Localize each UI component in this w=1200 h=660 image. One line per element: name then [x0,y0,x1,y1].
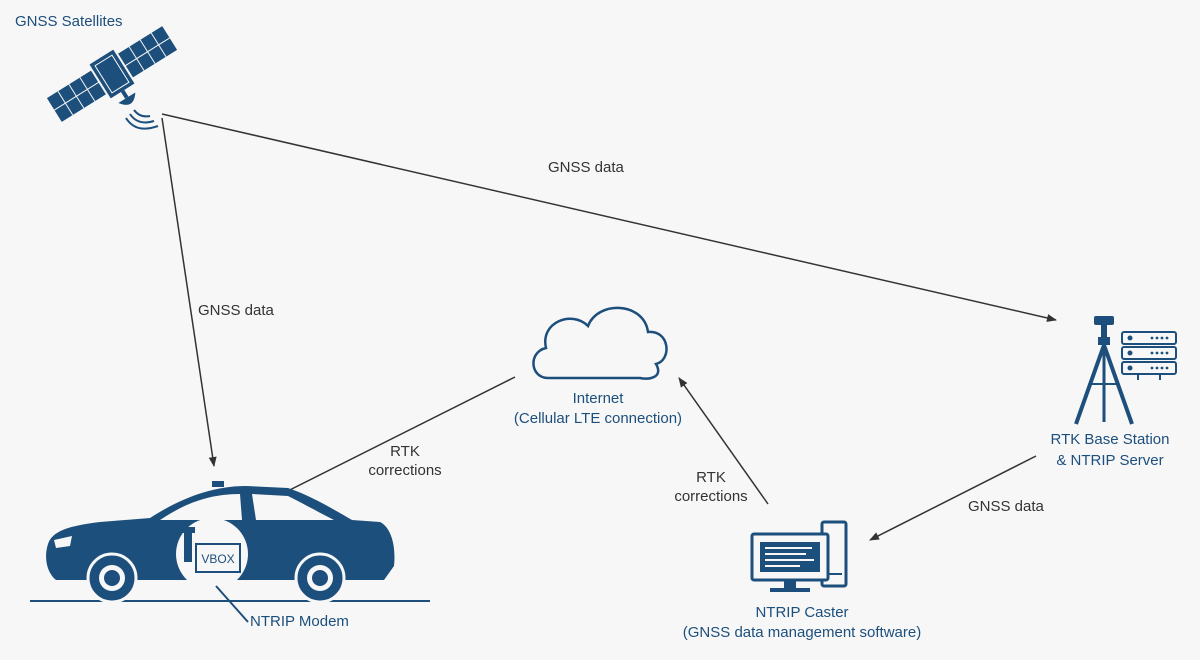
internet-label-line2: (Cellular LTE connection) [514,410,682,427]
base-station-label-line2: & NTRIP Server [1056,452,1163,469]
arrow-caster-to-internet [678,377,769,505]
caster-label-line1: NTRIP Caster [755,604,848,621]
arrow-sat-to-car [161,117,217,467]
cloud-icon [532,306,668,380]
computer-icon [750,520,848,592]
modem-label: NTRIP Modem [250,613,349,630]
edge-label-internet-to-car-line1: RTK [390,443,420,460]
arrow-base-to-caster [869,455,1037,541]
edge-label-sat-to-base: GNSS data [548,159,625,176]
vbox-label: VBOX [201,552,234,566]
satellites-label: GNSS Satellites [15,13,123,30]
signal-waves-icon [125,109,159,130]
internet-label-line1: Internet [573,390,625,407]
caster-label-line2: (GNSS data management software) [683,624,921,641]
server-rack-icon [1121,331,1177,380]
modem-callout-line [215,585,249,623]
arrow-sat-to-base [161,113,1057,322]
satellite-icon [46,26,178,122]
base-station-label-line1: RTK Base Station [1051,431,1170,448]
vbox-device-icon: VBOX [176,518,248,590]
edge-label-sat-to-car: GNSS data [198,302,275,319]
edge-label-caster-to-internet-line1: RTK [696,469,726,486]
edge-label-internet-to-car-line2: corrections [368,462,441,479]
edge-label-caster-to-internet-line2: corrections [674,488,747,505]
tripod-antenna-icon [1074,316,1134,425]
edge-label-base-to-caster: GNSS data [968,498,1045,515]
